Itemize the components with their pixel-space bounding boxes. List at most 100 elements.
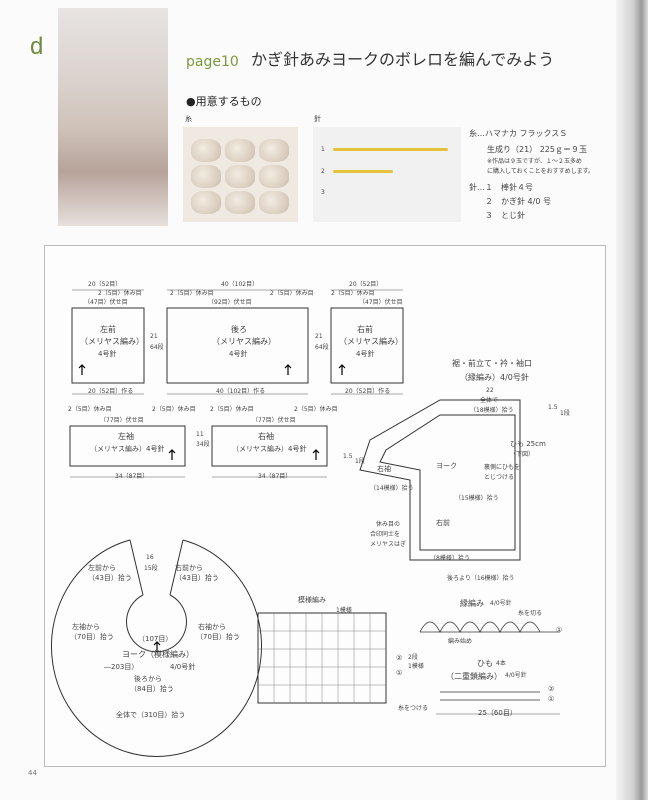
direction-arrow-icon (284, 364, 292, 375)
pattern-diagram-panel (44, 245, 606, 767)
left-front-top: 20（52目） (88, 281, 122, 288)
materials-needle: 針…１ 棒針４号 (469, 183, 533, 192)
cord-row-2: ② (548, 685, 555, 693)
left-sleeve-method: （メリヤス編み）4号針 (90, 445, 165, 453)
yoke-left-sleeve-count: （70目）拾う (70, 633, 114, 641)
yoke-right-front-count: （43目）拾う (175, 574, 219, 582)
direction-arrow-icon (168, 449, 176, 460)
yarn-ball-icon (259, 139, 289, 162)
left-front-bind: （47目）伏せ目 (84, 299, 128, 306)
assembly-yoke: ヨーク (436, 462, 457, 470)
back-piece (166, 307, 309, 384)
cord-length: 25（60目） (478, 709, 517, 717)
pattern-row-1: ① (396, 669, 403, 677)
assembly-neck: 1.5 (548, 404, 558, 411)
yoke-left-front-count: （43目）拾う (88, 574, 132, 582)
left-front-bottom: 20（52目）作る (88, 388, 134, 395)
model-photo (58, 8, 168, 226)
left-sleeve-name: 左袖 (118, 432, 134, 441)
right-front-bind: （47目）伏せ目 (359, 299, 403, 306)
pattern-start: 糸をつける (398, 705, 429, 712)
page-label: page10 (186, 54, 239, 70)
page-number: 44 (28, 769, 37, 777)
right-front-needle: 4号針 (356, 350, 375, 358)
needles-photo: 1 2 3 (313, 127, 461, 222)
yarn-label: 糸 (185, 115, 192, 123)
knitting-needle-icon (333, 148, 448, 151)
assembly-hem-pick: （8模様）拾う (430, 555, 470, 562)
assembly-whole-count: （18模様）拾う (470, 407, 514, 414)
back-name: 後ろ (231, 325, 247, 334)
side-measure: 34段 (196, 441, 210, 448)
needle-number: 2 (321, 168, 325, 175)
right-sleeve-method: （メリヤス編み）4号針 (232, 445, 307, 453)
right-front-top: 20（52目） (349, 281, 383, 288)
right-front-name: 右前 (357, 325, 373, 334)
edging-chart (419, 621, 541, 633)
back-bottom: 40（102目）作る (216, 388, 266, 395)
back-rest-left: 2（5目）休み目 (170, 290, 214, 297)
materials-needle: ３ とじ針 (485, 211, 525, 220)
yoke-depth: 16 (146, 554, 154, 561)
yoke-left-sleeve: 左袖から (72, 623, 100, 631)
cord-title: ひも (477, 659, 493, 668)
yoke-name: ヨーク（模様編み） (122, 650, 194, 659)
assembly-neck-rows: 1段 (560, 410, 570, 417)
pattern-rows: 2段 (408, 654, 418, 661)
materials-needle: ２ かぎ針 4/0 号 (485, 197, 551, 206)
edging-needle: 4/0号針 (490, 600, 512, 607)
assembly-title: 裾・前立て・衿・袖口 (452, 359, 532, 368)
right-sleeve-rest-left: 2（5目）休み目 (210, 406, 254, 413)
direction-arrow-icon (312, 449, 320, 460)
yarn-ball-icon (191, 139, 221, 162)
edging-cut: 糸を切る (518, 610, 543, 617)
back-top: 40（102目） (221, 281, 259, 288)
materials-amount: 生成り（21） 225ｇ＝９玉 (487, 145, 587, 154)
left-sleeve-piece (69, 425, 186, 467)
cord-method: （二重鎖編み） (446, 672, 502, 681)
assembly-tie: ひも 25cm (510, 440, 546, 448)
yarn-ball-icon (191, 165, 221, 188)
crochet-hook-icon (333, 170, 393, 173)
left-sleeve-rest-left: 2（5目）休み目 (68, 406, 112, 413)
assembly-width: 22 (486, 387, 494, 394)
left-sleeve-bind: （77目）伏せ目 (100, 417, 144, 424)
back-method: （メリヤス編み） (212, 337, 276, 346)
yarn-ball-icon (259, 165, 289, 188)
cord-count: 4本 (496, 660, 506, 667)
right-front-method: （メリヤス編み） (339, 337, 403, 346)
right-sleeve-bottom: 34（87目） (258, 473, 292, 480)
assembly-side-rows: 1段 (355, 458, 365, 465)
left-front-needle: 4号針 (98, 350, 117, 358)
left-sleeve-bottom: 34（87目） (115, 473, 149, 480)
yoke-needle: 4/0号針 (170, 663, 196, 671)
materials-note: ※作品は９玉ですが、１～２玉多め (487, 158, 582, 165)
left-sleeve-rest-right: 2（5目）休み目 (152, 406, 196, 413)
needle-number: 1 (321, 146, 325, 153)
edging-start: 編み始め (448, 638, 473, 645)
assembly-whole: 全体で (480, 397, 499, 404)
yoke-depth: 15段 (144, 565, 158, 572)
assembly-back-pick: 後ろより（16模様）拾う (447, 575, 515, 582)
materials-yarn: 糸…ハマナカ フラックスＳ (469, 129, 568, 138)
side-measure: 21 (150, 333, 158, 340)
assembly-join: 休み目の (376, 521, 401, 528)
yoke-right-sleeve: 右袖から (198, 623, 226, 631)
assembly-tie-note: とじつける (484, 474, 515, 481)
left-front-rest: 2（5目）休み目 (98, 290, 142, 297)
assembly-sleeve: 右袖 (377, 465, 391, 473)
left-front-method: （メリヤス編み） (80, 337, 144, 346)
assembly-sleeve-pick: （14模様）拾う (370, 485, 414, 492)
right-sleeve-name: 右袖 (258, 432, 274, 441)
left-front-piece (71, 307, 145, 384)
back-needle: 4号針 (229, 350, 248, 358)
assembly-outline (359, 399, 521, 561)
assembly-join: メリヤスはぎ (370, 541, 407, 548)
right-front-piece (330, 307, 404, 384)
pattern-title: 模様編み (298, 596, 326, 604)
yoke-left-front: 左前から (88, 564, 116, 572)
yoke-back-count: （84目）拾う (130, 685, 174, 693)
page-gutter-shadow (616, 0, 648, 800)
pattern-rows-repeat: 1模様 (408, 663, 424, 670)
